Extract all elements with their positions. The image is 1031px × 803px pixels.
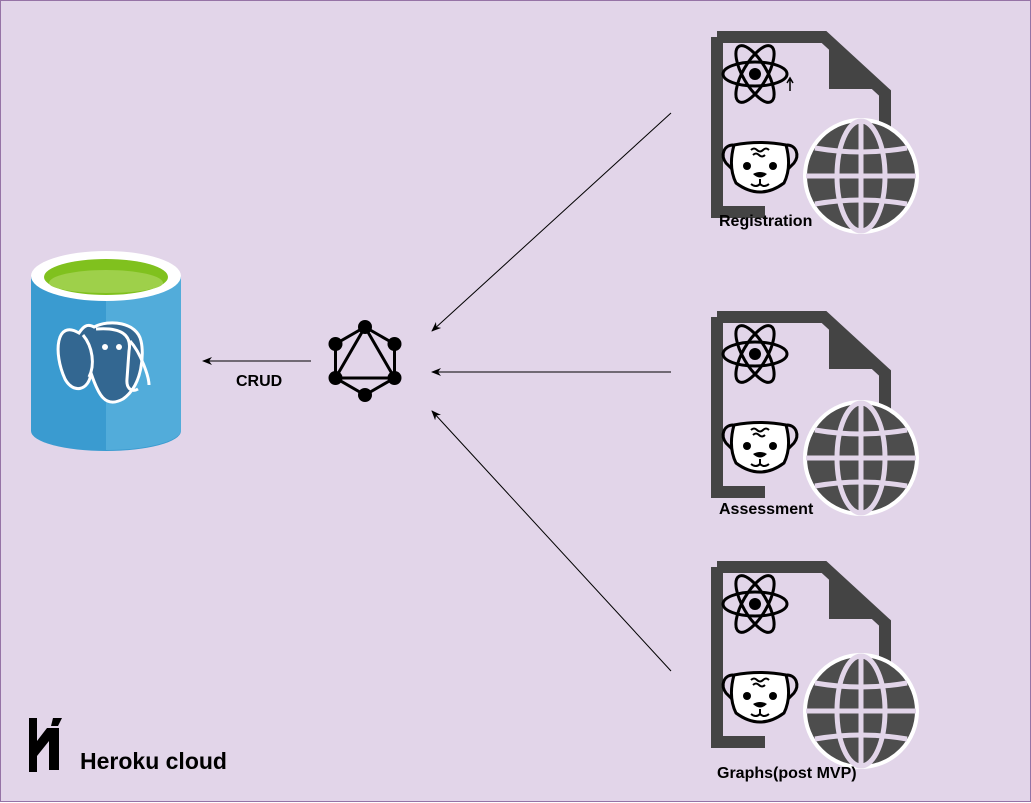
graphs-arrow [431, 410, 672, 672]
globe-icon [805, 402, 917, 514]
elephant-icon [56, 321, 151, 404]
app-label-registration: Registration [719, 213, 813, 230]
crud-label: CRUD [236, 373, 283, 390]
heroku-logo-icon [29, 718, 62, 772]
react-icon [721, 318, 789, 390]
react-icon [721, 568, 789, 640]
pug-icon [721, 671, 799, 724]
app-graphs [717, 567, 917, 767]
app-assessment [717, 317, 917, 514]
app-registration [717, 37, 917, 232]
react-icon [721, 38, 789, 110]
registration-arrow [431, 112, 672, 332]
pug-icon [721, 141, 799, 194]
pug-icon [721, 421, 799, 474]
app-label-graphs: Graphs(post MVP) [717, 765, 857, 782]
heroku-cloud-label: Heroku cloud [80, 748, 227, 774]
postgresql-database-icon [31, 251, 181, 451]
globe-icon [805, 120, 917, 232]
globe-icon [805, 655, 917, 767]
graphql-icon [328, 320, 402, 402]
app-label-assessment: Assessment [719, 501, 814, 518]
